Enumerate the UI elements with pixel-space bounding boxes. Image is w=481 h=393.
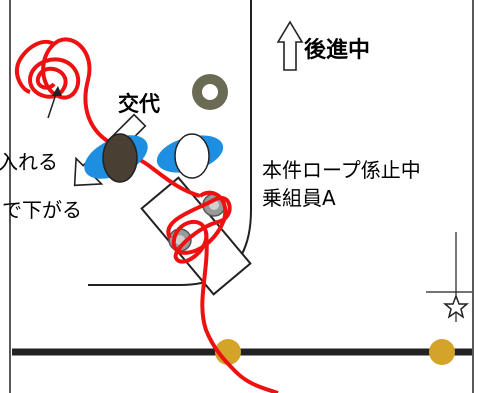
star-icon bbox=[442, 293, 470, 319]
bollard-right bbox=[429, 339, 455, 365]
crew-a-label: 乗組員A bbox=[262, 186, 336, 210]
up-arrow-outline-icon bbox=[276, 20, 304, 71]
left-bottom-label: で下がる bbox=[2, 198, 82, 222]
swap-label: 交代 bbox=[118, 92, 160, 116]
crew-dark-head bbox=[102, 133, 138, 183]
reversing-label: 後進中 bbox=[304, 38, 371, 63]
rope-figure-eight bbox=[166, 190, 232, 264]
coil-arrow-head bbox=[52, 86, 62, 96]
rope-coil-tail bbox=[15, 40, 55, 94]
rope-lower-run bbox=[200, 231, 279, 393]
rope-stopper-label: 本件ロープ係止中 bbox=[262, 158, 421, 182]
ring-fitting-hole bbox=[202, 84, 218, 100]
left-top-label: 入れる bbox=[0, 150, 58, 174]
crew-white-head bbox=[174, 133, 210, 179]
